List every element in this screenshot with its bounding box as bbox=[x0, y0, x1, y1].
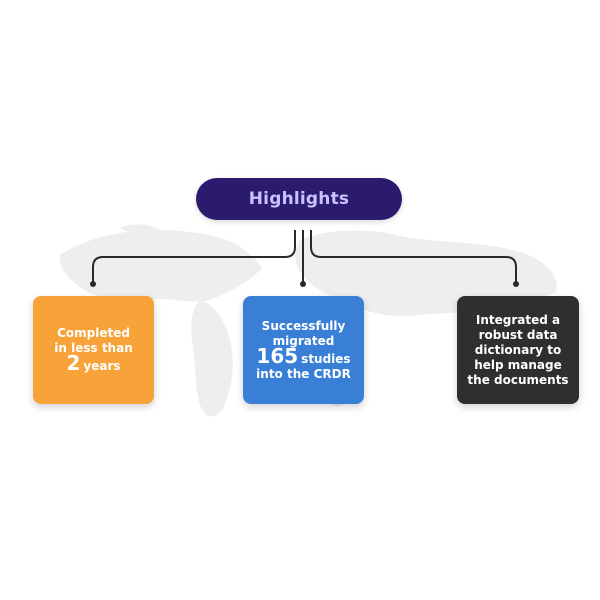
card-number-row: 2 years bbox=[66, 351, 121, 375]
card-line: the documents bbox=[467, 372, 569, 387]
highlight-card-completed: Completed in less than 2 years bbox=[33, 296, 154, 404]
card-big-number: 165 bbox=[256, 343, 299, 368]
card-number-row: 165 studies bbox=[256, 343, 351, 368]
card-line: Successfully bbox=[261, 318, 346, 333]
card-line: help manage bbox=[474, 357, 562, 372]
highlight-card-dictionary: Integrated a robust data dictionary to h… bbox=[457, 296, 579, 404]
card-line: migrated bbox=[272, 333, 335, 348]
card-line: into the CRDR bbox=[256, 366, 351, 381]
connector-dot-center bbox=[300, 281, 306, 287]
highlights-title: Highlights bbox=[248, 189, 350, 209]
connector-dot-left bbox=[90, 281, 96, 287]
card-big-number: 2 bbox=[66, 351, 81, 375]
card-line: Completed bbox=[57, 326, 130, 340]
card-line: robust data bbox=[478, 327, 558, 342]
highlights-title-pill: Highlights bbox=[196, 178, 402, 220]
card-number-unit: years bbox=[83, 359, 121, 373]
highlight-card-migrated: Successfully migrated 165 studies into t… bbox=[243, 296, 364, 404]
card-line: Integrated a bbox=[475, 312, 561, 327]
card-line: dictionary to bbox=[474, 342, 562, 357]
card-number-unit: studies bbox=[301, 351, 351, 366]
card-line: in less than bbox=[54, 341, 133, 355]
connector-dot-right bbox=[513, 281, 519, 287]
